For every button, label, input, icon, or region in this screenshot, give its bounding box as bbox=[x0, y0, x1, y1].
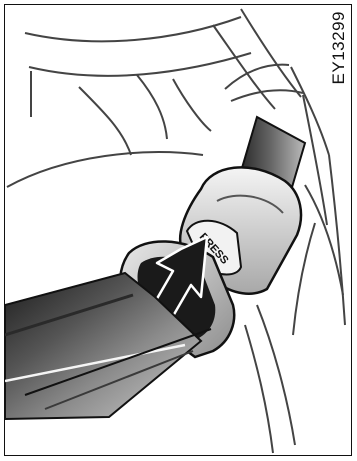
seatbelt-release-illustration: PRESS bbox=[5, 5, 352, 456]
figure-frame: PRESS EY13299 bbox=[4, 4, 352, 456]
figure-reference-code: EY13299 bbox=[329, 11, 349, 84]
